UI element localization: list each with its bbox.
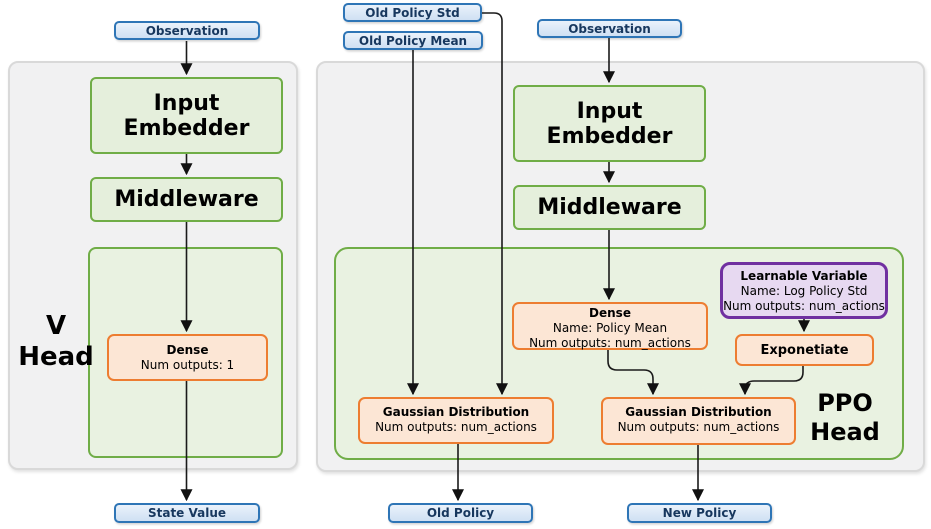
exponetiate-label: Exponetiate bbox=[760, 342, 849, 358]
learnable-title: Learnable Variable bbox=[740, 269, 868, 283]
input-embedder-label: Input Embedder bbox=[546, 98, 673, 149]
old-policy-mean-node: Old Policy Mean bbox=[343, 31, 483, 50]
v-head-label: V Head bbox=[16, 311, 96, 373]
old-policy-mean-label: Old Policy Mean bbox=[358, 33, 468, 48]
state-value-node: State Value bbox=[114, 503, 260, 523]
middleware-node-left: Middleware bbox=[90, 177, 283, 222]
ppo-head-label: PPO Head bbox=[805, 389, 885, 447]
middleware-label: Middleware bbox=[114, 187, 259, 212]
gaussian-title: Gaussian Distribution bbox=[625, 405, 772, 419]
old-policy-std-label: Old Policy Std bbox=[365, 5, 460, 20]
v-head-label-line2: Head bbox=[18, 342, 94, 373]
dense-title: Dense bbox=[166, 343, 209, 357]
ppo-head-label-line2: Head bbox=[810, 417, 880, 446]
dense-name: Name: Policy Mean bbox=[552, 321, 668, 335]
input-embedder-node-right: Input Embedder bbox=[513, 85, 706, 162]
v-head-label-line1: V bbox=[45, 311, 67, 341]
new-policy-node: New Policy bbox=[627, 503, 772, 523]
observation-label: Observation bbox=[145, 23, 229, 38]
old-policy-std-node: Old Policy Std bbox=[343, 3, 482, 22]
dense-policy-mean-node: Dense Name: Policy Mean Num outputs: num… bbox=[512, 302, 708, 350]
middleware-node-right: Middleware bbox=[513, 185, 706, 230]
observation-node-left: Observation bbox=[114, 21, 260, 40]
dense-title: Dense bbox=[589, 306, 631, 320]
gaussian-distribution-old-node: Gaussian Distribution Num outputs: num_a… bbox=[358, 397, 554, 444]
observation-label: Observation bbox=[568, 21, 651, 36]
ppo-head-label-line1: PPO bbox=[817, 389, 873, 417]
dense-node-v: Dense Num outputs: 1 bbox=[107, 334, 268, 381]
dense-outputs: Num outputs: num_actions bbox=[529, 336, 691, 350]
new-policy-label: New Policy bbox=[662, 506, 737, 520]
input-embedder-label: Input Embedder bbox=[123, 90, 250, 141]
middleware-label: Middleware bbox=[537, 195, 682, 220]
observation-node-right: Observation bbox=[537, 19, 682, 38]
learnable-name: Name: Log Policy Std bbox=[740, 284, 868, 298]
gaussian-outputs: Num outputs: num_actions bbox=[375, 420, 537, 434]
exponetiate-node: Exponetiate bbox=[735, 334, 874, 366]
input-embedder-node-left: Input Embedder bbox=[90, 77, 283, 154]
old-policy-node: Old Policy bbox=[388, 503, 533, 523]
gaussian-title: Gaussian Distribution bbox=[382, 405, 530, 419]
dense-outputs: Num outputs: 1 bbox=[140, 358, 235, 372]
gaussian-distribution-new-node: Gaussian Distribution Num outputs: num_a… bbox=[601, 397, 796, 445]
learnable-outputs: Num outputs: num_actions bbox=[723, 299, 885, 313]
old-policy-label: Old Policy bbox=[426, 506, 495, 520]
state-value-label: State Value bbox=[147, 506, 227, 520]
gaussian-outputs: Num outputs: num_actions bbox=[617, 420, 780, 434]
learnable-variable-node: Learnable Variable Name: Log Policy Std … bbox=[720, 262, 888, 319]
